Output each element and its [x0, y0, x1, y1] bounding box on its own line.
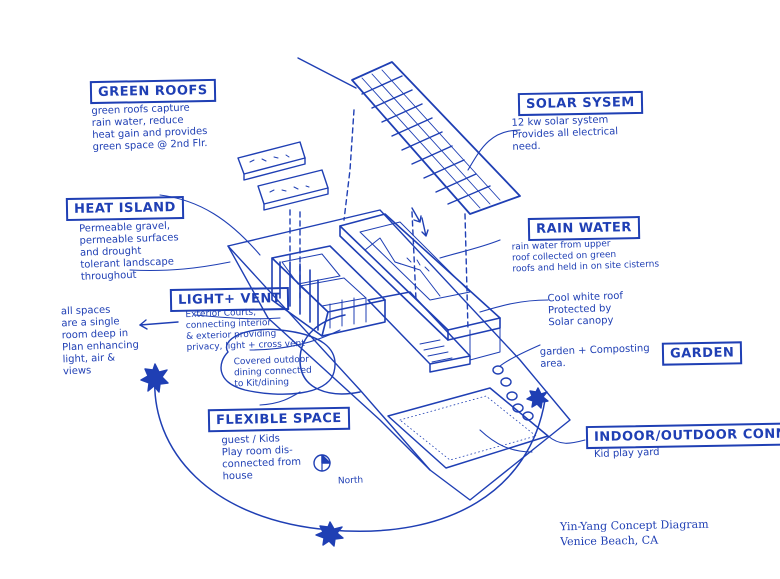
note-heat-island: Permeable gravel, permeable surfaces and…: [78, 220, 179, 283]
lower-wing: [367, 291, 501, 373]
upper-roof-canopy: [339, 213, 501, 341]
label-flexible-space: FLEXIBLE SPACE: [207, 406, 350, 433]
label-green-roofs: GREEN ROOFS: [89, 78, 216, 105]
note-north: North: [337, 475, 364, 487]
green-roof-slabs: [237, 141, 329, 211]
sun-burst-icon: [140, 363, 549, 547]
projection-lines: [289, 109, 469, 331]
diagram-caption: Yin-Yang Concept Diagram Venice Beach, C…: [559, 517, 709, 549]
label-solar-system: SOLAR SYSEM: [517, 90, 643, 117]
note-kid-play-yard: Kid play yard: [593, 446, 660, 461]
note-solar-system: 12 kw solar system Provides all electric…: [511, 114, 619, 153]
garden-beds: [492, 365, 534, 421]
label-garden: GARDEN: [661, 341, 743, 366]
label-indoor-outdoor-connect: INDOOR/OUTDOOR CONNECT: [585, 421, 780, 450]
note-rain-water: rain water from upper roof collected on …: [511, 239, 660, 275]
note-all-spaces: all spaces are a single room deep in Pla…: [60, 304, 140, 378]
note-flexible-space: guest / Kids Play room dis- connected fr…: [221, 433, 302, 483]
covered-outdoor-loop: [220, 328, 336, 395]
note-green-roofs: green roofs capture rain water, reduce h…: [91, 102, 208, 153]
note-garden: garden + Composting area.: [539, 343, 650, 370]
house-volume: [271, 245, 386, 337]
note-light-vent: Exterior Courts, connecting interior & e…: [185, 307, 305, 354]
label-rain-water: RAIN WATER: [527, 216, 641, 241]
label-heat-island: HEAT ISLAND: [65, 195, 185, 222]
rain-arrows: [411, 207, 429, 237]
note-cool-roof: Cool white roof Protected by Solar canop…: [547, 290, 624, 329]
north-arrow-icon: [313, 454, 331, 472]
arrow-left: [139, 319, 179, 330]
note-covered-outdoor: Covered outdoor dining connected to Kit/…: [233, 354, 312, 390]
solar-panel-array: [351, 61, 521, 215]
site-ground-plane: [227, 57, 571, 501]
